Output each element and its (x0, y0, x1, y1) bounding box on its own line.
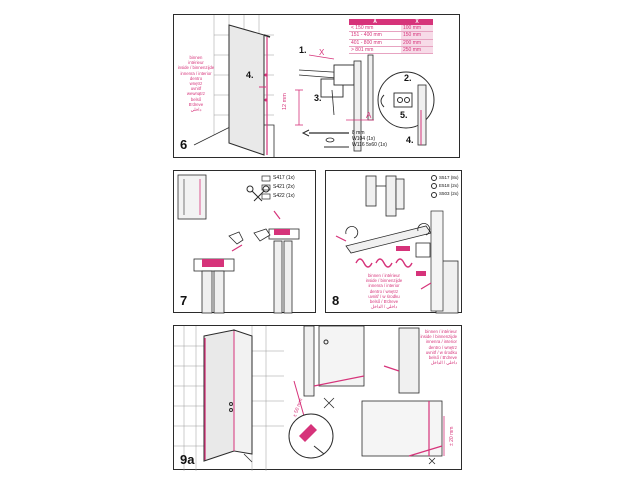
parts-list: S517 (8x) E518 (2x) S503 (2x) (439, 174, 459, 198)
part-item: S503 (2x) (439, 191, 459, 196)
inside-multilingual-label: binnen intérieur inside / binnenzijde in… (177, 55, 215, 112)
step-7-illustration (177, 174, 300, 314)
part-item: S422 (1x) (273, 193, 295, 199)
table-row: 151 - 400 mm 150 mm (349, 31, 433, 40)
part-item: S417 (1x) (273, 175, 295, 181)
table-cell: 250 mm (401, 46, 433, 55)
inside-label-line: داخلي / الداخل (430, 360, 457, 366)
inside-label-line: uvnitř / w środku (425, 349, 457, 355)
inside-label-line: inside / binnenzijde (365, 278, 403, 284)
table-cell: 100 mm (401, 25, 433, 33)
inside-label-line: belső / B'dreve (428, 355, 457, 361)
table-cell: 151 - 400 mm (349, 31, 401, 40)
table-cell: 150 mm (401, 31, 433, 40)
table-row: < 150 mm 100 mm (349, 25, 433, 33)
step-8-illustration (335, 175, 459, 314)
step-9a-illustration (174, 326, 445, 471)
part-item: W104 (1x) (352, 136, 376, 142)
part-item: S517 (8x) (439, 175, 459, 180)
inside-label-line: uvnitř / w środku (368, 293, 400, 299)
inside-label-line: inside / binnenzijde (177, 65, 215, 71)
inside-label-line: wnętrz (189, 81, 203, 87)
inside-label-line: inside / binnenzijde (420, 334, 457, 340)
step-number: 6 (180, 137, 188, 152)
inside-label-line: belső / B'dreve (369, 299, 399, 305)
table-cell: 401 - 800 mm (349, 39, 401, 47)
inside-label-line: binnen / intérieur (367, 273, 400, 278)
part-item: W116 5x60 (1x) (352, 142, 387, 148)
inside-label-line: innenra / interior (425, 339, 457, 345)
step-6-illustration (193, 15, 435, 158)
dimension-vertical-label: 12 mm (282, 93, 288, 110)
inside-label-line: innenra / interior (368, 283, 400, 289)
callout-3: 3. (314, 93, 322, 103)
dimension-right-label: ± 20 mm (449, 426, 455, 446)
table-header-cell: A (349, 19, 401, 26)
inside-label-line: dentro (189, 75, 203, 81)
table-row: > 801 mm 250 mm (349, 46, 433, 55)
part-item: 8 mm (352, 130, 365, 136)
step-9a-panel: binnen / intérieur inside / binnenzijde … (173, 325, 462, 471)
inside-label-line: binnen / intérieur (424, 329, 457, 334)
inside-label-line: B'dreve (188, 101, 204, 107)
table-cell: < 150 mm (349, 25, 401, 33)
inside-label-line: belső (190, 96, 202, 102)
part-item: S421 (2x) (273, 184, 295, 190)
table-row: 401 - 800 mm 200 mm (349, 39, 433, 47)
inside-label-line: dentro / wnętrz (369, 288, 399, 294)
table-cell: 200 mm (401, 39, 433, 47)
step-number: 9a (180, 452, 195, 467)
callout-5: 5. (400, 110, 408, 120)
callout-4-right: 4. (406, 135, 414, 145)
parts-list: 8 mm W104 (1x) W116 5x60 (1x) (352, 130, 387, 148)
callout-2: 2. (404, 73, 412, 83)
inside-label-line: uvnitř (190, 86, 202, 92)
inside-label-line: dentro / wnętrz (428, 344, 457, 350)
inside-label-line: intérieur (188, 60, 204, 66)
table-header-cell: X (401, 19, 433, 26)
dimension-x-label: X (319, 48, 325, 57)
part-item: E518 (2x) (439, 183, 459, 188)
step-6-panel: binnen intérieur inside / binnenzijde in… (173, 14, 460, 158)
table-cell: > 801 mm (349, 46, 401, 55)
table-header-row: A X (349, 19, 433, 26)
callout-1: 1. (299, 45, 307, 55)
callout-4-left: 4. (246, 70, 254, 80)
inside-multilingual-label: binnen / intérieur inside / binnenzijde … (399, 329, 457, 365)
inside-multilingual-label: binnen / intérieur inside / binnenzijde … (352, 273, 416, 309)
step-number: 7 (180, 293, 188, 308)
inside-label-line: innenra / interior (180, 70, 212, 76)
inside-label-line: داخلي (190, 107, 202, 113)
inside-label-line: binnen (189, 55, 203, 60)
inside-label-line: داخلي / الداخل (370, 304, 398, 310)
inside-label-line: wewnątrz (186, 91, 206, 97)
dimension-table: A X < 150 mm 100 mm 151 - 400 mm 150 mm … (349, 19, 433, 55)
dimension-a-label: A (366, 111, 372, 120)
step-number: 8 (332, 293, 340, 308)
step-8-panel: S517 (8x) E518 (2x) S503 (2x) binnen / i… (325, 170, 462, 314)
step-7-panel: S417 (1x) S421 (2x) S422 (1x) 7 (173, 170, 316, 314)
parts-list: S417 (1x) S421 (2x) S422 (1x) (273, 174, 295, 201)
